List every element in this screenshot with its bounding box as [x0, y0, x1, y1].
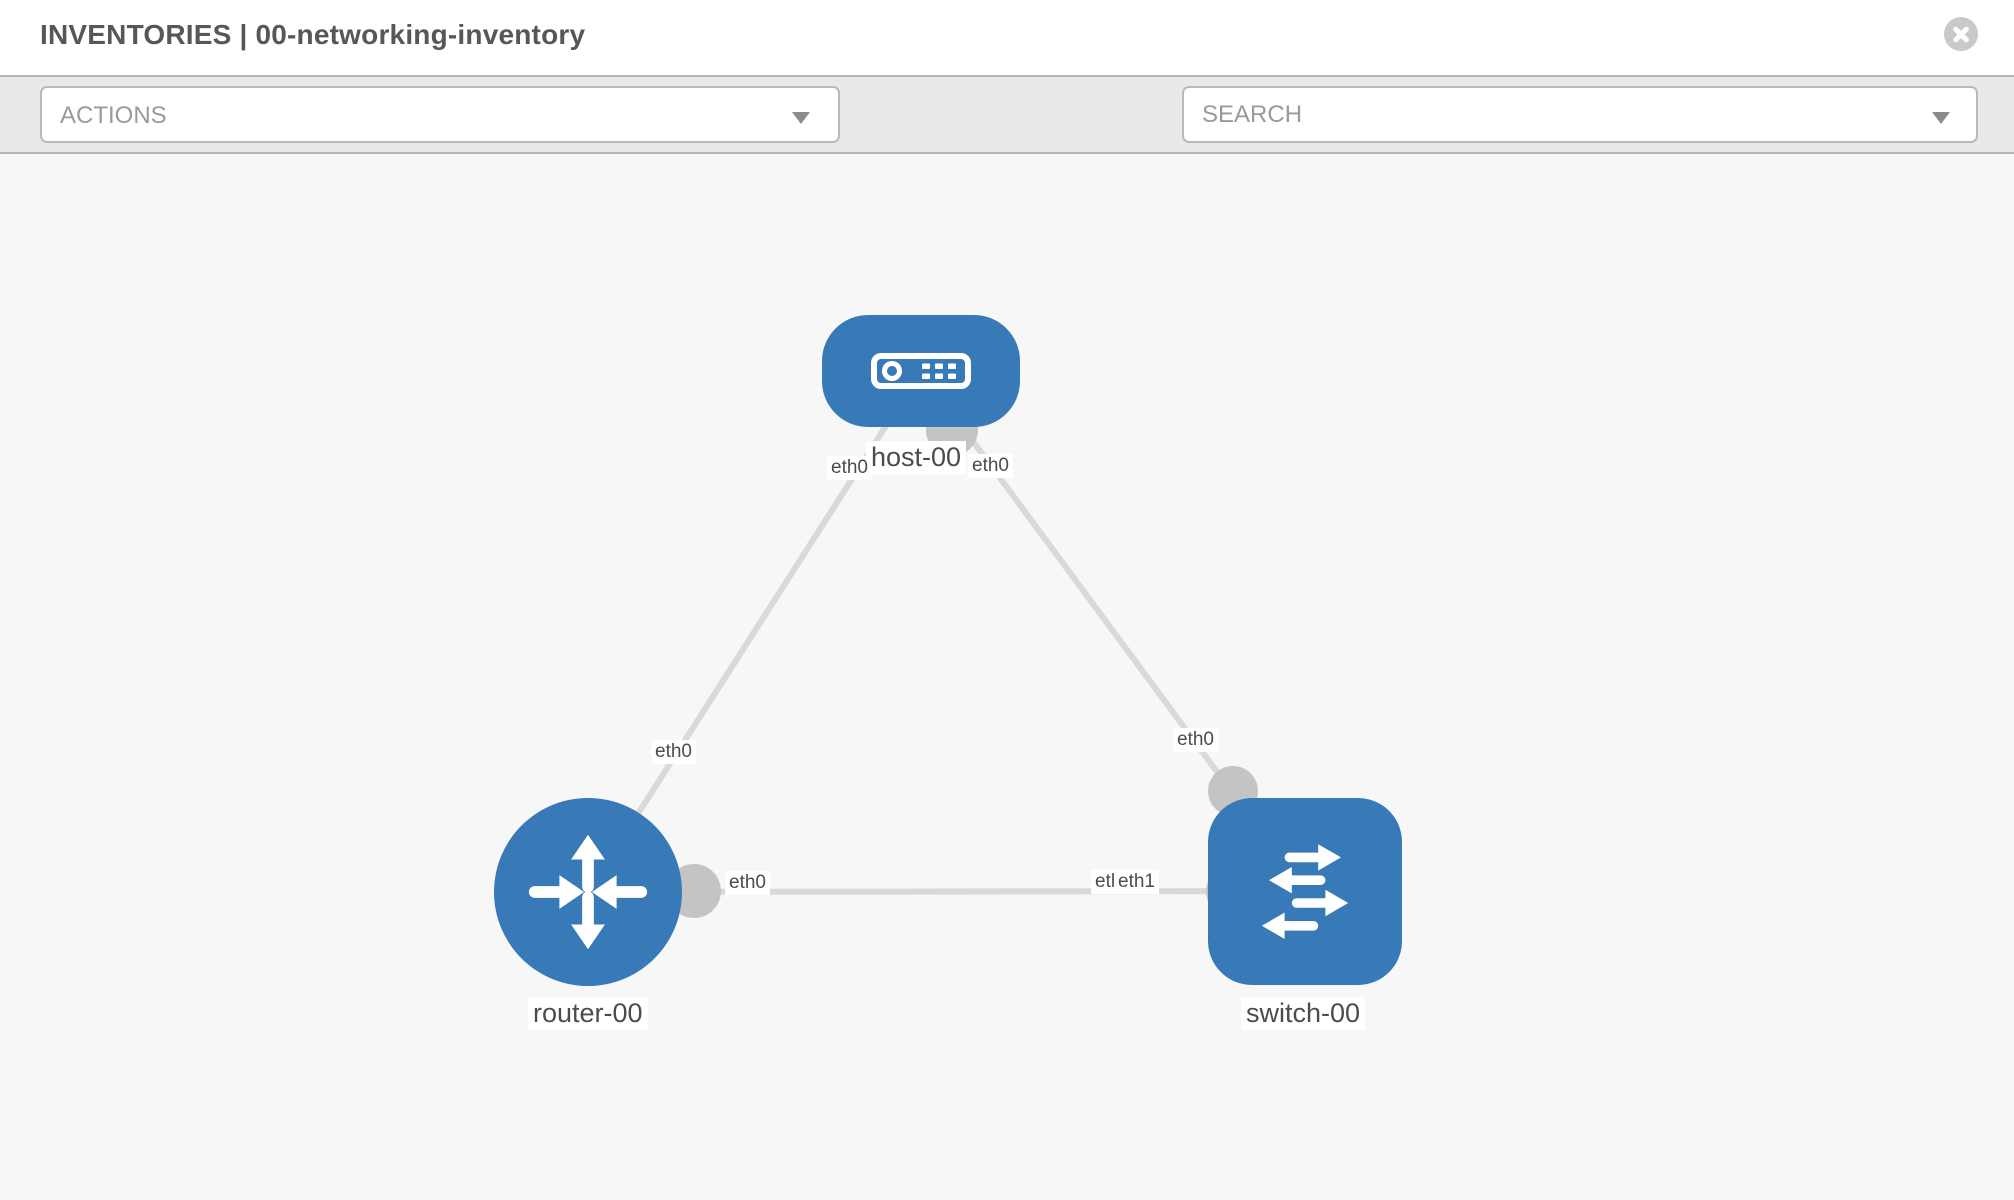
switch-icon: [1261, 844, 1349, 939]
interface-label: eth0: [968, 454, 1013, 478]
node-label-host: host-00: [866, 441, 967, 475]
host-icon: [871, 353, 971, 389]
chevron-down-icon: [1932, 112, 1950, 124]
close-icon[interactable]: [1944, 17, 1978, 51]
router-icon: [528, 834, 648, 950]
topology-canvas[interactable]: host-00 router-00 switch-00 eth0 eth0 et…: [0, 154, 2014, 1200]
node-label-switch: switch-00: [1241, 997, 1366, 1031]
page-title: INVENTORIES | 00-networking-inventory: [40, 19, 586, 50]
search-input[interactable]: [1202, 88, 1902, 141]
node-router[interactable]: [494, 798, 682, 986]
interface-label: eth0: [827, 456, 872, 480]
actions-dropdown-label: ACTIONS: [60, 102, 167, 129]
header: INVENTORIES | 00-networking-inventory: [0, 0, 2014, 75]
node-switch[interactable]: [1208, 798, 1402, 985]
search-dropdown[interactable]: [1182, 86, 1978, 143]
node-label-router: router-00: [528, 997, 648, 1031]
toolbar: ACTIONS: [0, 75, 2014, 209]
actions-dropdown[interactable]: ACTIONS: [40, 86, 840, 143]
interface-label: eth0: [725, 871, 770, 895]
interface-label: eth1: [1114, 870, 1159, 894]
links-layer: [585, 369, 1308, 918]
interface-label: eth0: [651, 740, 696, 764]
chevron-down-icon: [792, 112, 810, 124]
interface-label: eth0: [1173, 728, 1218, 752]
node-host[interactable]: [822, 315, 1020, 427]
